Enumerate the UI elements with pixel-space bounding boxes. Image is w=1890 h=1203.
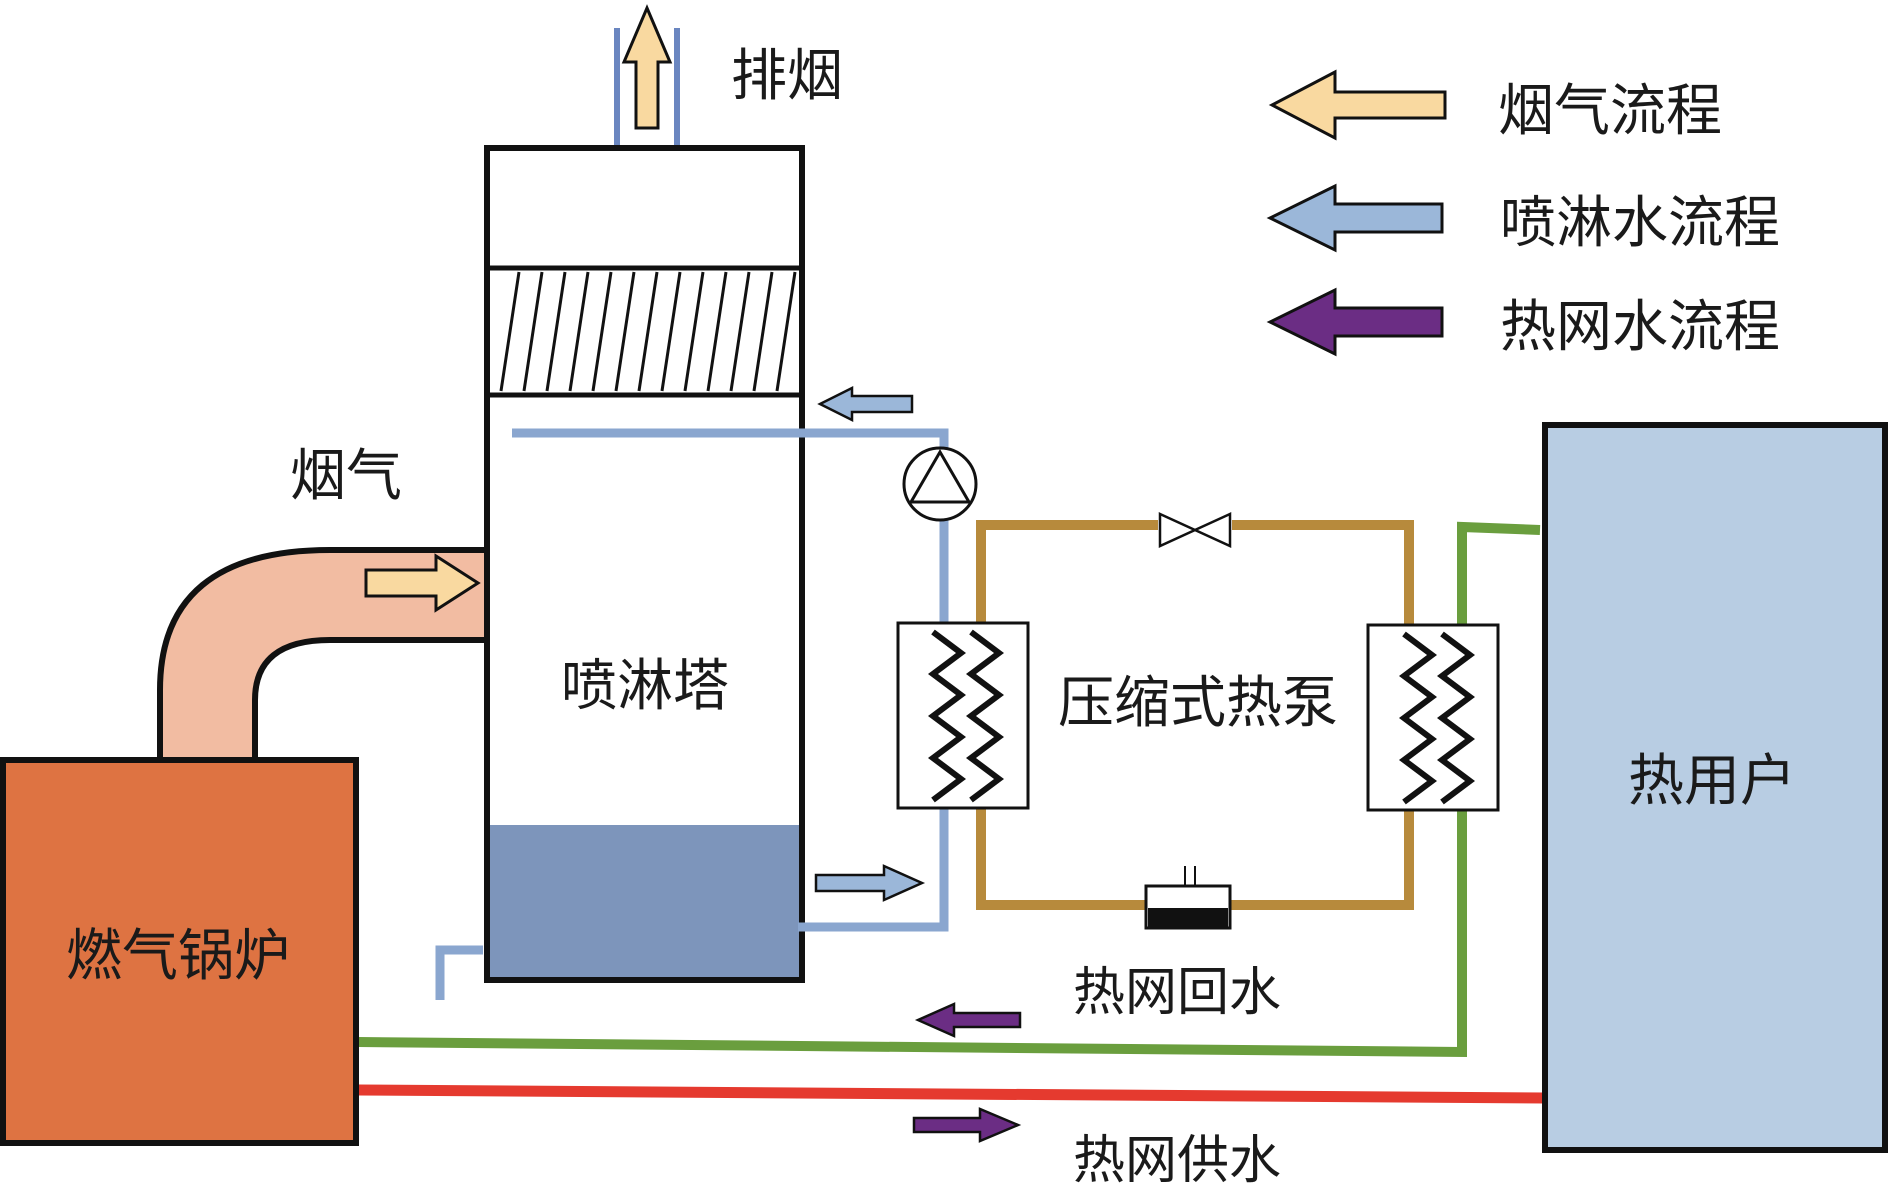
pump-icon xyxy=(902,446,978,522)
water-basin xyxy=(490,825,799,977)
flue-gas-duct xyxy=(157,547,490,763)
net-water-legend-arrow-icon xyxy=(1266,287,1444,357)
flue-duct-body xyxy=(157,547,490,763)
gas-boiler: 燃气锅炉 xyxy=(0,757,359,1146)
exhaust-arrow-icon xyxy=(621,4,673,130)
evaporator-icon xyxy=(896,621,1030,810)
legend: 烟气流程 喷淋水流程 热网水流程 xyxy=(1266,69,1780,360)
drain-pipe xyxy=(435,945,483,1000)
spray-tower: 喷淋塔 xyxy=(484,145,805,983)
expansion-valve-icon xyxy=(1158,512,1232,548)
spray-tower-label: 喷淋塔 xyxy=(561,654,729,719)
circulation-pump xyxy=(902,446,978,522)
boiler-label: 燃气锅炉 xyxy=(66,924,290,989)
heat-user-label: 热用户 xyxy=(1628,749,1796,814)
heat-user: 热用户 xyxy=(1542,422,1888,1153)
flue-inlet-arrow-icon xyxy=(364,553,481,613)
spray-water-legend-arrow-icon xyxy=(1266,183,1444,253)
packing-layer xyxy=(499,271,797,392)
supply-water-label: 热网供水 xyxy=(1073,1131,1281,1191)
legend-item-net-water: 热网水流程 xyxy=(1266,287,1780,360)
spray-water-arrow-lower-icon xyxy=(814,864,926,902)
heat-user-box xyxy=(1542,422,1888,1153)
return-water-arrow-icon xyxy=(914,1002,1022,1038)
heat-pump: 压缩式热泵 xyxy=(896,512,1500,930)
legend-label-spray-water: 喷淋水流程 xyxy=(1500,191,1780,256)
flue-gas-label: 烟气 xyxy=(290,444,402,509)
legend-item-spray-water: 喷淋水流程 xyxy=(1266,183,1780,256)
condenser-icon xyxy=(1366,623,1500,812)
supply-water-arrow-icon xyxy=(912,1107,1022,1143)
legend-item-flue-gas: 烟气流程 xyxy=(1268,69,1722,144)
heat-pump-label: 压缩式热泵 xyxy=(1058,671,1338,736)
exhaust-label: 排烟 xyxy=(731,44,843,109)
return-water-label: 热网回水 xyxy=(1073,963,1281,1023)
spray-water-arrow-upper-icon xyxy=(817,385,914,423)
supply-water-pipe xyxy=(357,1084,1546,1104)
legend-label-net-water: 热网水流程 xyxy=(1500,295,1780,360)
compressor-icon xyxy=(1144,866,1232,930)
flue-gas-legend-arrow-icon xyxy=(1268,69,1447,141)
legend-label-flue-gas: 烟气流程 xyxy=(1498,79,1722,144)
boiler-box xyxy=(0,757,359,1146)
exhaust-stack: 排烟 xyxy=(614,4,843,148)
